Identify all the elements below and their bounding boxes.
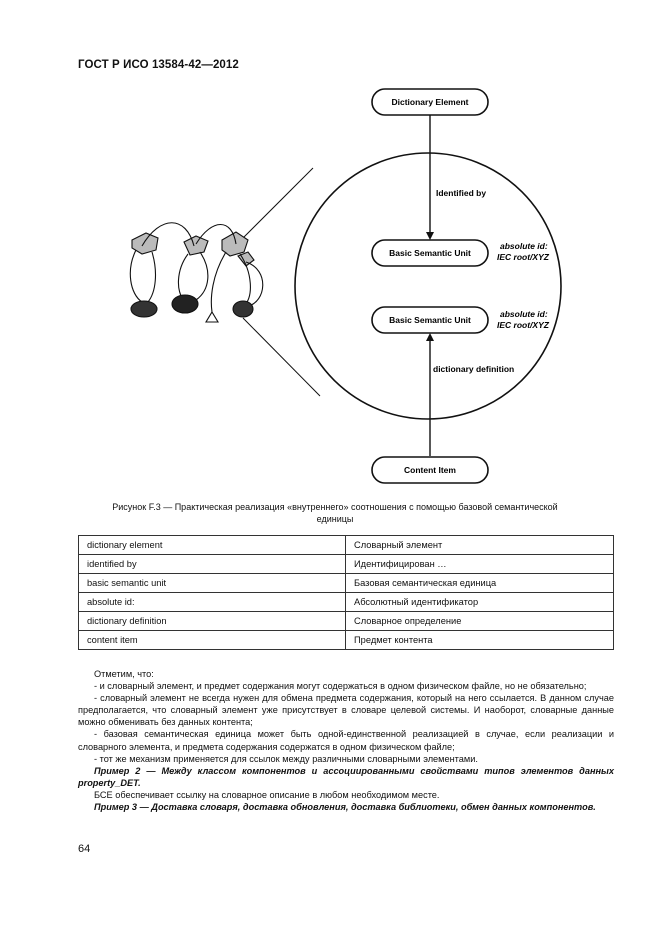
term-russian: Словарное определение <box>345 611 614 631</box>
cluster-shape-2 <box>183 235 209 256</box>
paragraph-note-intro: Отметим, что: <box>94 669 154 679</box>
absolute-id-1-line2: IEC root/XYZ <box>497 252 550 262</box>
absolute-id-2-line2: IEC root/XYZ <box>497 320 550 330</box>
term-russian: Базовая семантическая единица <box>345 573 614 593</box>
term-russian: Идентифицирован … <box>345 554 614 574</box>
table-row: content item Предмет контента <box>78 630 614 650</box>
paragraph-bullet-3: - базовая семантическая единица может бы… <box>78 729 614 752</box>
paragraph-bullet-1: - и словарный элемент, и предмет содержа… <box>94 681 587 692</box>
term-russian: Словарный элемент <box>345 535 614 555</box>
term-english: dictionary element <box>78 535 346 555</box>
body-text: Отметим, что: - и словарный элемент, и п… <box>78 668 614 813</box>
cluster-shape-3 <box>221 231 249 257</box>
term-russian: Абсолютный идентификатор <box>345 592 614 612</box>
edge-dictionary-definition-label: dictionary definition <box>433 364 514 374</box>
paragraph-bse: БСЕ обеспечивает ссылку на словарное опи… <box>94 789 440 800</box>
arrow-identified-by-head <box>426 232 434 240</box>
figure-caption-line-1: Рисунок F.3 — Практическая реализация «в… <box>112 502 558 512</box>
figure-caption-line-2: единицы <box>316 514 354 524</box>
terms-table: dictionary element Словарный элемент ide… <box>78 535 614 650</box>
small-cluster <box>129 222 264 323</box>
edge-identified-by-label: Identified by <box>436 188 486 198</box>
arrow-dictionary-definition-head <box>426 333 434 341</box>
node-bsu-1-box <box>371 239 489 267</box>
node-bsu-2-label: Basic Semantic Unit <box>389 315 471 325</box>
cluster-bottom-1 <box>130 300 158 318</box>
term-english: content item <box>78 630 346 650</box>
zoom-circle <box>294 152 562 420</box>
node-dictionary-element-box <box>371 88 489 116</box>
node-content-item-box <box>371 456 489 484</box>
node-dictionary-element-label: Dictionary Element <box>392 97 469 107</box>
document-code-header: ГОСТ Р ИСО 13584-42—2012 <box>78 59 239 71</box>
cluster-bottom-4 <box>232 300 254 318</box>
table-row: dictionary definition Словарное определе… <box>78 611 614 631</box>
zoom-line-bottom <box>242 317 321 397</box>
bsu-relationship-diagram: Dictionary Element Basic Semantic Unit B… <box>129 88 562 484</box>
node-bsu-2-box <box>371 306 489 334</box>
paragraph-bullet-4: - тот же механизм применяется для ссылок… <box>94 753 478 764</box>
paragraph-example-3: Пример 3 — Доставка словаря, доставка об… <box>94 802 596 813</box>
term-english: absolute id: <box>78 592 346 612</box>
table-row: identified by Идентифицирован … <box>78 554 614 574</box>
table-row: dictionary element Словарный элемент <box>78 535 614 555</box>
term-english: dictionary definition <box>78 611 346 631</box>
term-english: basic semantic unit <box>78 573 346 593</box>
cluster-bottom-3 <box>205 310 219 323</box>
absolute-id-1-line1: absolute id: <box>500 241 548 251</box>
node-bsu-1-label: Basic Semantic Unit <box>389 248 471 258</box>
page-number: 64 <box>78 843 91 855</box>
paragraph-example-2: Пример 2 — Между классом компонентов и а… <box>78 765 614 788</box>
term-english: identified by <box>78 554 346 574</box>
term-russian: Предмет контента <box>345 630 614 650</box>
figure-caption: Рисунок F.3 — Практическая реализация «в… <box>90 501 580 525</box>
cluster-bottom-2 <box>171 294 199 314</box>
absolute-id-2-line1: absolute id: <box>500 309 548 319</box>
node-content-item-label: Content Item <box>404 465 456 475</box>
zoom-line-top <box>242 167 314 239</box>
cluster-shape-4 <box>237 251 255 267</box>
cluster-shape-1 <box>131 232 159 255</box>
paragraph-bullet-2: - словарный элемент не всегда нужен для … <box>78 693 614 728</box>
table-row: basic semantic unit Базовая семантическа… <box>78 573 614 593</box>
table-row: absolute id: Абсолютный идентификатор <box>78 592 614 612</box>
